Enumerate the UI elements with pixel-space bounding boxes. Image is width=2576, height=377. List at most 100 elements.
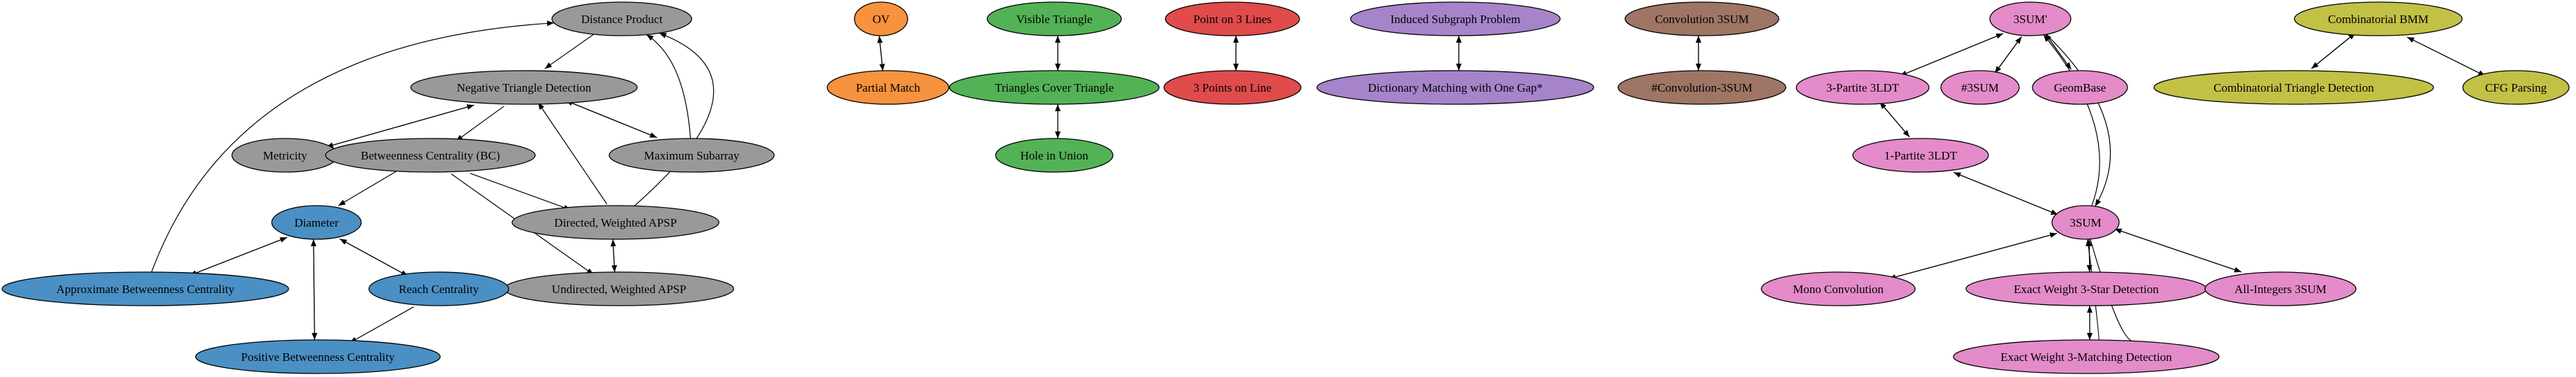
- node-ellipse: [609, 138, 775, 173]
- node-label: 3SUM: [2069, 216, 2101, 229]
- edge-ctd-to-cbmm: [2311, 32, 2356, 69]
- node-mc: Mono Convolution: [1761, 271, 1916, 306]
- node-ellipse: [987, 1, 1122, 36]
- node-label: Triangles Cover Triangle: [995, 81, 1114, 94]
- node-p3l: Point on 3 Lines: [1165, 1, 1300, 36]
- node-ntd: Negative Triangle Detection: [410, 70, 638, 105]
- node-3pl: 3 Points on Line: [1163, 70, 1302, 105]
- node-ellipse: [1350, 1, 1561, 36]
- node-met: Metricity: [231, 138, 339, 173]
- node-label: 3 Points on Line: [1193, 81, 1272, 94]
- node-p1l3: 1-Partite 3LDT: [1852, 138, 1989, 173]
- edge-uwa-to-dwa: [610, 239, 616, 273]
- edge-cfg-to-cbmm: [2407, 36, 2486, 77]
- edge-bc-to-dwa: [470, 173, 572, 211]
- node-label: Convolution 3SUM: [1655, 13, 1749, 26]
- node-h3s: #3SUM: [1940, 70, 2020, 105]
- edge-met-to-ntd: [326, 104, 474, 148]
- node-dia: Diameter: [271, 205, 362, 240]
- node-label: Betweenness Centrality (BC): [361, 149, 500, 162]
- node-ellipse: [1953, 339, 2220, 374]
- edge-dwa-to-dp: [634, 32, 715, 206]
- node-label: 1-Partite 3LDT: [1884, 149, 1958, 162]
- node-label: Distance Product: [581, 13, 663, 26]
- node-c3s: Convolution 3SUM: [1624, 1, 1780, 36]
- node-ew3s: Exact Weight 3-Star Detection: [1965, 271, 2207, 306]
- node-ellipse: [410, 70, 638, 105]
- node-ellipse: [1617, 70, 1787, 105]
- node-ellipse: [1163, 70, 1302, 105]
- node-ellipse: [2051, 205, 2120, 240]
- node-label: Diameter: [294, 216, 339, 229]
- node-label: Approximate Betweenness Centrality: [57, 283, 235, 296]
- node-label: OV: [873, 13, 890, 26]
- edge-pm-to-ov: [877, 36, 884, 71]
- node-label: Mono Convolution: [1793, 283, 1884, 296]
- node-ov: OV: [854, 1, 908, 36]
- edge-p3l3-to-s3p: [1899, 33, 2004, 77]
- node-ellipse: [949, 70, 1160, 105]
- node-isp: Induced Subgraph Problem: [1350, 1, 1561, 36]
- node-label: Induced Subgraph Problem: [1390, 13, 1520, 26]
- node-bc: Betweenness Centrality (BC): [325, 138, 536, 173]
- node-ew3m: Exact Weight 3-Matching Detection: [1953, 339, 2220, 374]
- node-vt: Visible Triangle: [987, 1, 1122, 36]
- edge-bc-to-dia: [337, 169, 401, 206]
- edge-ms-to-dp: [646, 34, 691, 139]
- node-ellipse: [1940, 70, 2020, 105]
- node-label: GeomBase: [2054, 81, 2106, 94]
- node-cbmm: Combinatorial BMM: [2294, 1, 2463, 36]
- node-ellipse: [995, 138, 1114, 173]
- node-dwa: Directed, Weighted APSP: [511, 205, 720, 240]
- edge-s3-to-p1l3: [1953, 171, 2058, 215]
- node-ms: Maximum Subarray: [609, 138, 775, 173]
- node-cfg: CFG Parsing: [2462, 70, 2570, 105]
- node-label: 3-Partite 3LDT: [1826, 81, 1900, 94]
- node-label: Negative Triangle Detection: [457, 81, 592, 94]
- node-label: Combinatorial Triangle Detection: [2213, 81, 2374, 94]
- node-ellipse: [1, 271, 289, 306]
- edge-dwa-to-ntd: [537, 102, 608, 205]
- node-label: Positive Betweenness Centrality: [241, 350, 395, 364]
- edge-rc-to-pbc: [349, 306, 414, 343]
- node-ellipse: [1852, 138, 1989, 173]
- node-ellipse: [1796, 70, 1930, 105]
- edge-s3-to-s3p: [2043, 34, 2100, 206]
- node-hc3s: #Convolution-3SUM: [1617, 70, 1787, 105]
- node-ellipse: [271, 205, 362, 240]
- edge-abc-to-dia: [189, 236, 288, 276]
- node-label: 3SUM': [2014, 13, 2047, 26]
- edge-ai3s-to-s3: [2114, 228, 2242, 273]
- edge-gb-to-s3p: [2044, 33, 2072, 70]
- node-p3l3: 3-Partite 3LDT: [1796, 70, 1930, 105]
- edge-s3p-to-s3: [2046, 34, 2111, 207]
- node-ellipse: [2294, 1, 2463, 36]
- node-ellipse: [1761, 271, 1916, 306]
- edge-ew3m-to-s3: [2086, 239, 2100, 341]
- node-label: Maximum Subarray: [644, 149, 740, 162]
- edge-abc-to-dp: [151, 20, 555, 273]
- edge-rc-to-dia: [340, 239, 409, 277]
- node-label: Visible Triangle: [1016, 13, 1092, 26]
- node-ellipse: [511, 205, 720, 240]
- node-ellipse: [551, 1, 692, 36]
- node-gb: GeomBase: [2032, 70, 2128, 105]
- node-ellipse: [1165, 1, 1300, 36]
- node-label: Point on 3 Lines: [1193, 13, 1272, 26]
- node-ellipse: [2032, 70, 2128, 105]
- node-dm: Dictionary Matching with One Gap*: [1316, 70, 1594, 105]
- node-label: Undirected, Weighted APSP: [552, 283, 686, 296]
- node-ellipse: [1989, 1, 2072, 36]
- node-label: Dictionary Matching with One Gap*: [1368, 81, 1543, 94]
- node-label: #3SUM: [1961, 81, 1999, 94]
- node-s3p: 3SUM': [1989, 1, 2072, 36]
- node-label: Exact Weight 3-Matching Detection: [2000, 350, 2172, 364]
- node-ellipse: [2462, 70, 2570, 105]
- node-label: Exact Weight 3-Star Detection: [2014, 283, 2159, 296]
- node-label: Reach Centrality: [399, 283, 479, 296]
- node-label: Combinatorial BMM: [2328, 13, 2429, 26]
- node-pm: Partial Match: [827, 70, 949, 105]
- node-uwa: Undirected, Weighted APSP: [504, 271, 734, 306]
